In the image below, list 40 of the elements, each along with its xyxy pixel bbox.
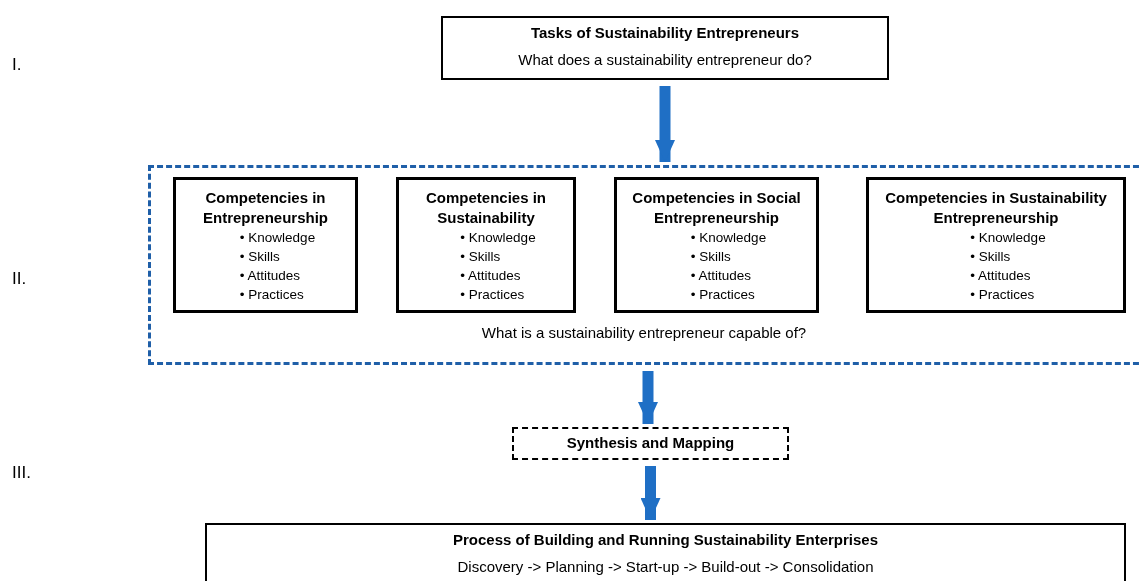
arrow <box>638 371 658 424</box>
dashed-box <box>512 427 789 460</box>
text-box <box>205 523 1126 581</box>
bullet-item: • Attitudes <box>460 267 522 285</box>
bullet-item: • Attitudes <box>239 267 302 285</box>
box-text: What does a sustainability entrepreneur do? <box>518 51 812 69</box>
box-text: Discovery -> Planning -> Start-up -> Build-out -> Consolidation <box>457 558 874 576</box>
bullet-item: • Knowledge <box>239 229 316 247</box>
box-heading: Process of Building and Running Sustainability Enterprises <box>452 531 879 549</box>
bullet-item: • Practices <box>460 286 526 304</box>
bullet-item: • Attitudes <box>690 267 753 285</box>
box-heading: Competencies in Sustainability Entrepreneurship <box>884 188 1108 228</box>
arrow <box>640 466 661 520</box>
stage-numeral: I. <box>12 54 22 76</box>
bullet-item: • Practices <box>970 286 1036 304</box>
bullet-item: • Knowledge <box>690 229 767 247</box>
bullet-item: • Practices <box>239 286 305 304</box>
box-heading: Tasks of Sustainability Entrepreneurs <box>530 24 800 42</box>
bullet-item: • Attitudes <box>970 267 1032 285</box>
competency-box <box>173 177 358 313</box>
group-caption: What is a sustainability entrepreneur capable of? <box>481 322 807 343</box>
box-heading: Synthesis and Mapping <box>566 433 735 454</box>
arrow <box>655 86 675 162</box>
bullet-item: • Knowledge <box>970 229 1046 247</box>
stage-numeral: II. <box>12 268 27 290</box>
competency-box <box>866 177 1126 313</box>
box-heading: Competencies in Entrepreneurship <box>202 188 329 228</box>
competency-box <box>614 177 819 313</box>
bullet-item: • Skills <box>239 248 281 266</box>
box-heading: Competencies in Social Entrepreneurship <box>631 188 802 228</box>
bullet-item: • Skills <box>690 248 732 266</box>
stage-numeral: III. <box>12 462 31 484</box>
text-box <box>441 16 889 80</box>
dashed-group-frame <box>148 165 1140 365</box>
competency-box <box>396 177 576 313</box>
bullet-item: • Skills <box>970 248 1012 266</box>
bullet-item: • Practices <box>690 286 756 304</box>
bullet-item: • Knowledge <box>460 229 536 247</box>
box-heading: Competencies in Sustainability <box>425 188 547 228</box>
bullet-item: • Skills <box>460 248 502 266</box>
